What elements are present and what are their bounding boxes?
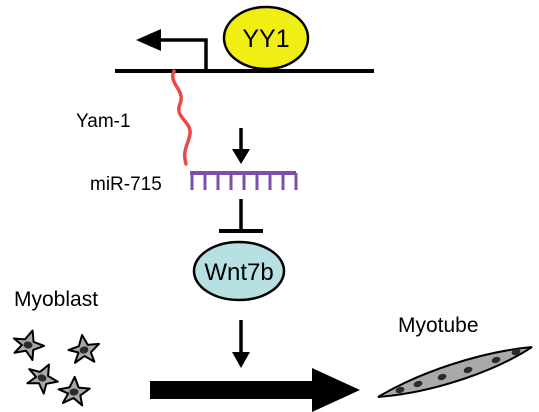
transcription-arrowhead [136,29,161,51]
myoblast-label: Myoblast [14,288,98,311]
yy1-label: YY1 [242,25,289,53]
differentiation-arrow [150,368,360,412]
myoblast-cell [12,329,46,362]
nucleus [69,388,79,396]
nucleus [37,374,47,382]
nucleus [79,346,89,354]
myoblast-cell [26,363,59,395]
mir715-label: miR-715 [90,174,162,195]
nucleus [23,341,33,349]
yam1-rna-strand [171,69,192,166]
myotube-nucleus [491,356,501,364]
myotube-nucleus [413,380,423,388]
myotube-nucleus [395,386,405,394]
activation-arrowhead-2 [232,352,250,368]
myoblast-cell [67,333,100,364]
myotube-nucleus [463,366,473,374]
myoblast-cells [12,329,100,407]
transcription-start-arrow [160,38,208,71]
myotube-nucleus [437,373,447,381]
activation-arrowhead-1 [232,149,250,164]
myotube-nuclei [395,348,521,394]
yam1-label: Yam-1 [76,111,131,132]
wnt7b-ellipse [192,240,286,302]
myoblast-cell [57,375,91,407]
yy1-ellipse [222,5,310,71]
myotube-label: Myotube [398,314,479,337]
yy1-node: YY1 [222,5,310,71]
mir715-mirna [190,171,298,190]
wnt7b-label: Wnt7b [204,259,273,286]
myotube-nucleus [511,348,521,356]
wnt7b-node: Wnt7b [192,240,286,302]
myotube-cell [377,346,533,398]
